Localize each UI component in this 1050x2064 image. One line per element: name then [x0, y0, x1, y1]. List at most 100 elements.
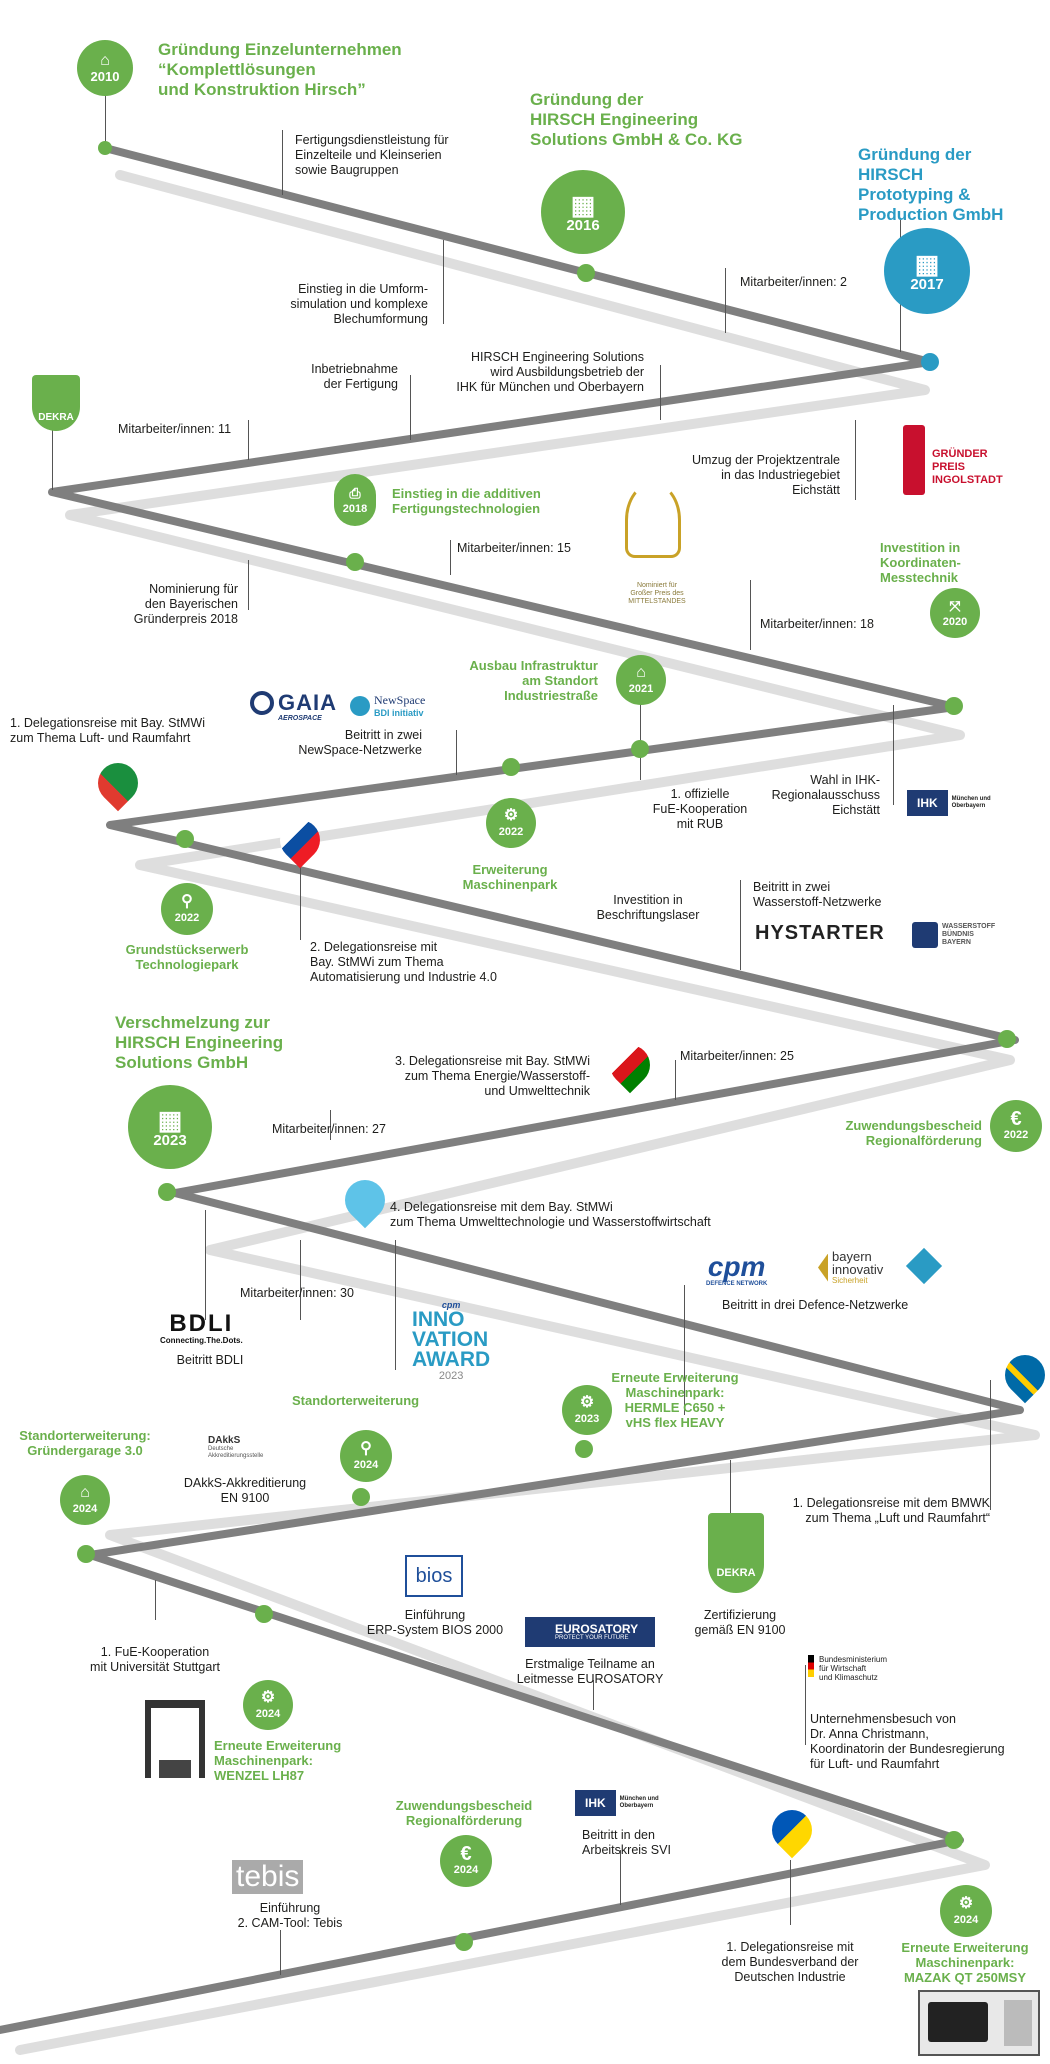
newspace-mark-icon: [350, 695, 370, 716]
dekra-2023-badge: DEKRA: [708, 1513, 764, 1593]
eurosatory-logo: EUROSATORY PROTECT YOUR FUTURE: [525, 1617, 655, 1647]
connector-line: [750, 580, 751, 650]
milestone-2010: ⌂ 2010: [77, 40, 133, 96]
milestone-2024-funding: € 2024: [440, 1835, 492, 1887]
road-dot: [631, 740, 649, 758]
connector-line: [660, 365, 661, 420]
connector-line: [593, 1680, 594, 1710]
event-text: Einführung ERP-System BIOS 2000: [366, 1608, 504, 1637]
connector-line: [105, 90, 106, 148]
connector-line: [730, 1460, 731, 1530]
event-text: Investition in Beschriftungslaser: [596, 893, 700, 922]
milestone-title: Investition in Koordinaten- Messtechnik: [880, 540, 961, 585]
printer-icon: ⎙: [349, 485, 361, 501]
milestone-title: Gründung der HIRSCH Prototyping & Produc…: [858, 145, 1004, 224]
connector-line: [725, 268, 726, 333]
milestone-title: Einstieg in die additiven Fertigungstech…: [392, 486, 541, 516]
dekra-badge: DEKRA: [32, 375, 80, 431]
milestone-2023-machines: ⚙ 2023: [562, 1385, 612, 1435]
ihk-sub: München und Oberbayern: [951, 796, 991, 809]
connector-line: [330, 1110, 331, 1140]
road-dot: [998, 1030, 1016, 1048]
building-icon: ▦: [914, 249, 940, 279]
milestone-title: Gründung der HIRSCH Engineering Solution…: [530, 90, 743, 149]
house-icon: ⌂: [100, 52, 110, 69]
event-text: Inbetriebnahme der Fertigung: [311, 362, 398, 391]
milestone-year: 2024: [453, 1864, 479, 1876]
mazak-machine-image: [918, 1990, 1040, 2056]
eagle-icon: [808, 1655, 814, 1677]
gaia-mark-icon: [250, 691, 274, 715]
connector-line: [280, 1930, 281, 1975]
bdli-sub: Connecting.The.Dots.: [160, 1336, 243, 1345]
connector-line: [456, 730, 457, 775]
milestone-year: 2018: [342, 503, 368, 515]
cpm-logo: cpm DEFENCE NETWORK: [706, 1253, 768, 1288]
milestone-year: 2024: [72, 1503, 98, 1515]
connector-line: [675, 1060, 676, 1100]
milestone-title: Grundstückserwerb Technologiepark: [125, 942, 249, 972]
event-text: Mitarbeiter/innen: 25: [680, 1049, 794, 1063]
wasserstoff-mark-icon: [912, 922, 938, 948]
connector-line: [684, 1285, 685, 1415]
ihk-mark: IHK: [907, 790, 948, 816]
bayern-mark-icon: [818, 1253, 828, 1282]
milestone-2017: ▦ 2017: [884, 228, 970, 314]
connector-line: [443, 240, 444, 324]
award-text: INNO VATION AWARD: [412, 1308, 491, 1371]
connector-line: [248, 560, 249, 610]
milestone-year: 2024: [353, 1459, 379, 1471]
road-dot: [176, 830, 194, 848]
bayern-innovativ-logo: bayern innovativ Sicherheit: [818, 1250, 883, 1285]
event-text: DAkkS-Akkreditierung EN 9100: [183, 1476, 307, 1505]
milestone-title: Ausbau Infrastruktur am Standort Industr…: [469, 658, 598, 703]
gruenderpreis-logo: [903, 425, 925, 495]
road-dot: [945, 697, 963, 715]
house-icon: ⌂: [80, 1484, 90, 1501]
wasserstoff-text: WASSERSTOFF BÜNDNIS BAYERN: [942, 923, 996, 946]
gear-icon: ⚙: [260, 1689, 276, 1706]
milestone-year: 2020: [942, 616, 968, 628]
connector-line: [300, 1240, 301, 1320]
milestone-year: 2017: [910, 276, 944, 293]
road-dot: [921, 353, 939, 371]
pin-icon: ⚲: [360, 1440, 372, 1457]
house-icon: ⌂: [636, 664, 646, 681]
bdli-text: BDLI: [169, 1310, 234, 1337]
milestone-title: Erneute Erweiterung Maschinenpark: HERML…: [611, 1370, 739, 1430]
cpm-sub: DEFENCE NETWORK: [706, 1281, 768, 1287]
axes-icon: ⤧: [949, 598, 961, 614]
milestone-year: 2010: [90, 69, 120, 84]
milestone-2024-site: ⚲ 2024: [340, 1430, 392, 1482]
award-year: 2023: [438, 1370, 464, 1382]
connector-line: [395, 1240, 396, 1370]
connector-line: [805, 1665, 806, 1745]
gear-icon: ⚙: [579, 1394, 595, 1411]
connector-line: [790, 1860, 791, 1925]
milestone-year: 2021: [628, 683, 654, 695]
nominiert-text: Nominiert für Großer Preis des MITTELSTA…: [628, 582, 686, 605]
milestone-title: Verschmelzung zur HIRSCH Engineering Sol…: [115, 1013, 284, 1072]
connector-line: [740, 880, 741, 970]
dakks-text: DAkkS: [208, 1435, 241, 1446]
gaia-sub: AEROSPACE: [278, 715, 322, 722]
road-shadow: [15, 170, 1040, 2055]
event-text: HIRSCH Engineering Solutions wird Ausbil…: [456, 350, 644, 394]
milestone-2020: ⤧ 2020: [930, 588, 980, 638]
connector-line: [620, 1850, 621, 1905]
event-text: 1. Delegationsreise mit Bay. StMWi zum T…: [10, 716, 205, 745]
connector-line: [855, 420, 856, 500]
milestone-title: Standorterweiterung: Gründergarage 3.0: [19, 1428, 151, 1458]
road-dot: [77, 1545, 95, 1563]
event-text: Mitarbeiter/innen: 11: [118, 422, 232, 436]
euro-icon: €: [460, 1843, 472, 1865]
milestone-year: 2024: [953, 1914, 979, 1926]
event-text: Unternehmensbesuch von Dr. Anna Christma…: [810, 1712, 1005, 1771]
award-top: cpm: [441, 1300, 461, 1310]
milestone-2024-mazak: ⚙ 2024: [940, 1885, 992, 1937]
event-text: Beitritt BDLI: [176, 1353, 244, 1367]
milestone-2023: ▦ 2023: [128, 1085, 212, 1169]
trophy-icon: [625, 482, 681, 558]
connector-line: [52, 420, 53, 490]
connector-line: [155, 1580, 156, 1620]
